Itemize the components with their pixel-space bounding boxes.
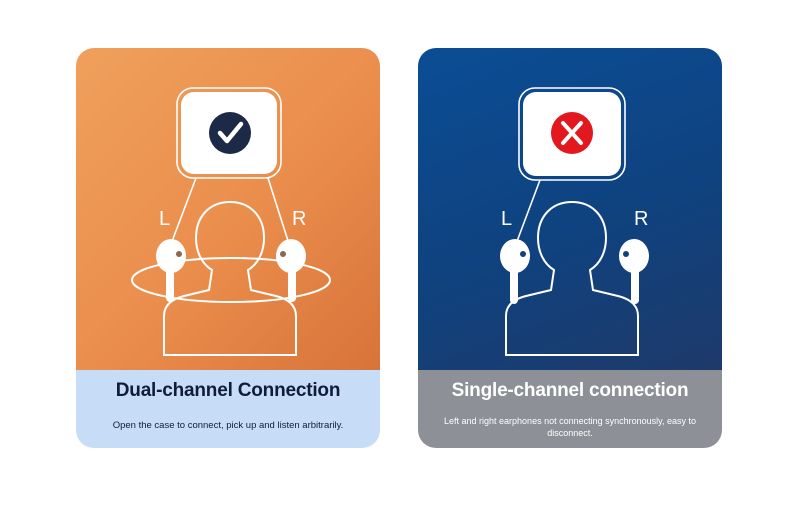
card-description: Open the case to connect, pick up and li… — [112, 420, 344, 431]
single-channel-caption: Single-channel connection Left and right… — [418, 370, 722, 448]
right-connection-line — [267, 177, 290, 245]
card-title: Single-channel connection — [451, 380, 689, 401]
left-connection-line — [170, 177, 197, 245]
left-label: L — [501, 208, 512, 230]
right-label: R — [634, 208, 648, 230]
right-earbud-icon — [619, 239, 649, 304]
left-connection-line — [515, 179, 541, 245]
card-title: Dual-channel Connection — [115, 380, 341, 401]
check-icon — [209, 112, 251, 154]
person-silhouette-icon — [505, 200, 639, 356]
right-earbud-icon — [276, 239, 306, 302]
dual-channel-illustration: L R — [76, 48, 380, 370]
left-earbud-icon — [156, 239, 186, 302]
left-label: L — [159, 208, 170, 230]
person-silhouette-icon — [163, 200, 297, 356]
dual-channel-caption: Dual-channel Connection Open the case to… — [76, 370, 380, 448]
dual-channel-card: L R Dual-channel Connection Open the cas… — [76, 48, 380, 448]
left-earbud-icon — [500, 239, 530, 304]
single-channel-illustration: L R — [418, 48, 722, 370]
card-description: Left and right earphones not connecting … — [444, 416, 696, 438]
single-channel-card: L R Single-channel connection Left and r… — [418, 48, 722, 448]
cross-icon — [551, 112, 593, 154]
sync-orbit-ring — [131, 257, 331, 303]
right-label: R — [292, 208, 306, 230]
